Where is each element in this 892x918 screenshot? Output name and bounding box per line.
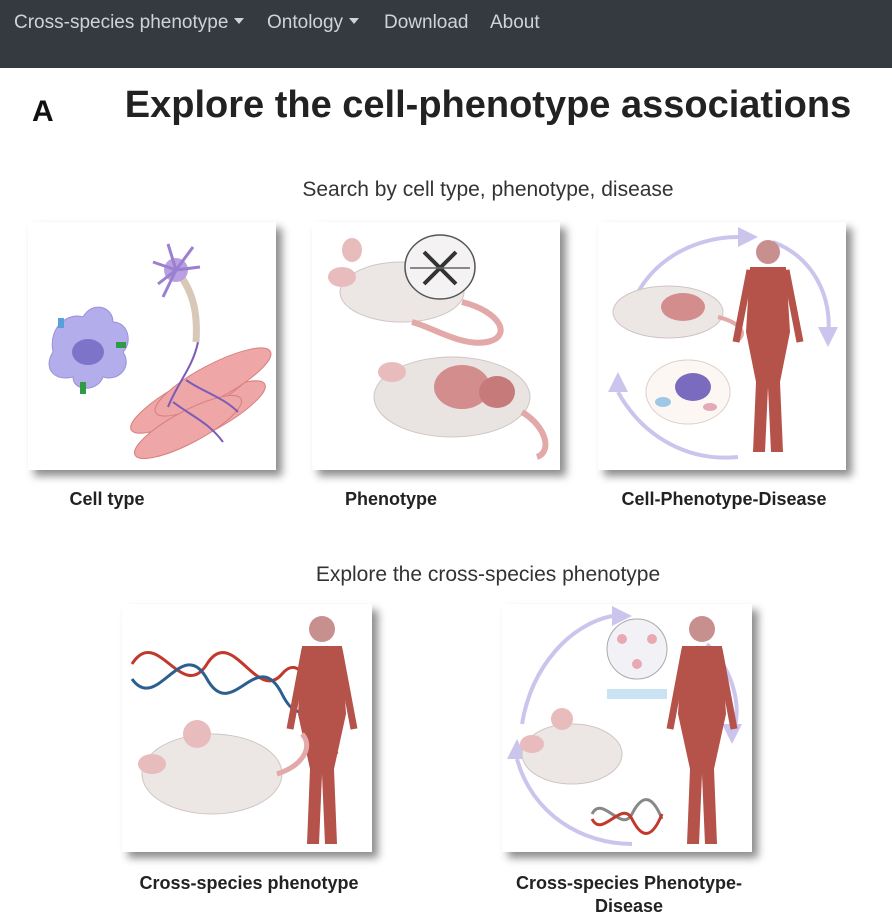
- cell-type-illustration: [48, 243, 272, 460]
- cell-phenotype-disease-card[interactable]: [598, 222, 846, 470]
- top-navbar: Cross-species phenotype Ontology Downloa…: [0, 0, 892, 68]
- cell-type-card[interactable]: [28, 222, 276, 470]
- phenotype-card[interactable]: [312, 222, 560, 470]
- human-body-icon: [286, 616, 358, 844]
- nav-ontology-label: Ontology: [267, 12, 344, 33]
- mouse-anatomy-icon: [373, 356, 549, 460]
- cycle-arrows-icon: [616, 235, 831, 460]
- phenotype-illustration: [328, 234, 549, 460]
- mouse-icon: [520, 708, 623, 785]
- page-title: Explore the cell-phenotype associations: [124, 84, 852, 126]
- section-cross-title: Explore the cross-species phenotype: [315, 563, 661, 586]
- knockout-icon: [404, 234, 476, 300]
- immune-cell-icon: [48, 306, 129, 394]
- phenotype-label: Phenotype: [344, 489, 437, 509]
- chevron-down-icon: [349, 17, 360, 24]
- nav-cross-species-dropdown[interactable]: Cross-species phenotype: [14, 12, 245, 34]
- panel-label: A: [32, 95, 54, 128]
- human-body-icon: [732, 240, 804, 452]
- cell-organelles-icon: [645, 359, 731, 425]
- nav-about-label: About: [490, 12, 540, 33]
- cell-phenotype-disease-illustration: [608, 227, 838, 460]
- cell-phenotype-disease-label: Cell-Phenotype-Disease: [621, 489, 827, 509]
- nav-cross-species-label: Cross-species phenotype: [14, 12, 229, 33]
- cross-species-phenotype-illustration: [130, 616, 358, 844]
- cross-species-phenotype-disease-illustration: [507, 606, 742, 846]
- cross-species-phenotype-disease-card[interactable]: [502, 604, 752, 852]
- muscle-fiber-icon: [130, 341, 272, 460]
- nav-ontology-dropdown[interactable]: Ontology: [267, 12, 360, 34]
- human-body-icon: [666, 616, 738, 844]
- dna-helix-icon: [590, 798, 664, 835]
- mouse-icon: [138, 720, 310, 815]
- mouse-anatomy-icon: [612, 285, 744, 342]
- neuron-icon: [152, 243, 201, 343]
- nav-download-label: Download: [384, 12, 469, 33]
- nav-download-link[interactable]: Download: [384, 12, 469, 34]
- cross-species-phenotype-card[interactable]: [122, 604, 372, 852]
- cell-culture-icon: [606, 618, 668, 699]
- cross-species-phenotype-label: Cross-species phenotype: [139, 873, 359, 893]
- cell-type-label: Cell type: [69, 489, 145, 509]
- cross-species-phenotype-disease-label: Cross-species Phenotype-Disease: [515, 873, 743, 916]
- nav-about-link[interactable]: About: [490, 12, 540, 34]
- section-search-title: Search by cell type, phenotype, disease: [302, 178, 674, 201]
- chevron-down-icon: [234, 17, 245, 24]
